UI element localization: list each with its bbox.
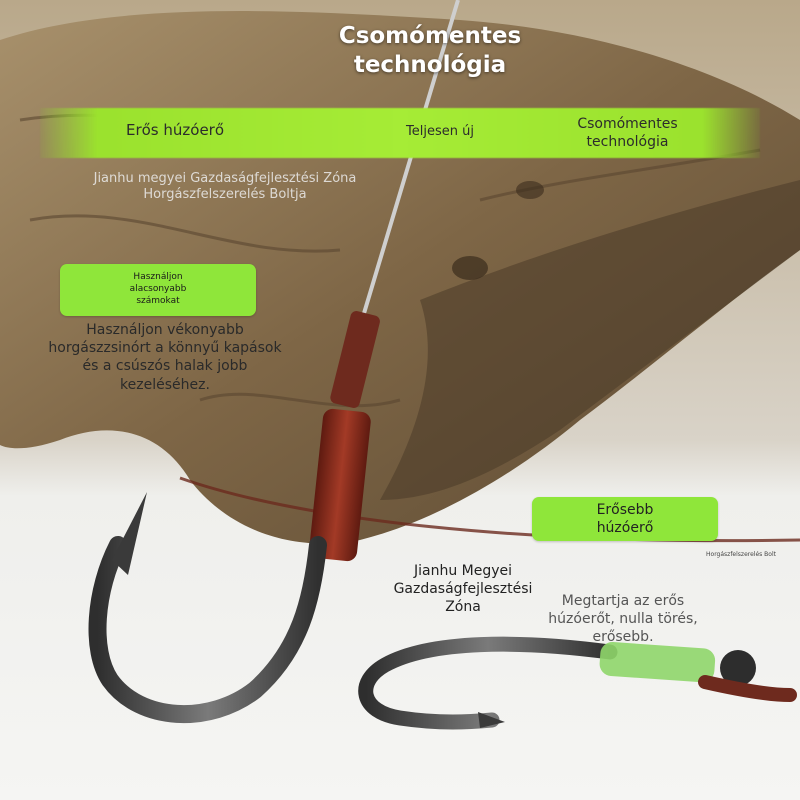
fishing-line [360, 0, 460, 321]
braid-wrap [330, 311, 380, 408]
hero-title: Csomómentes technológia [338, 23, 522, 78]
hook-point [478, 712, 505, 728]
hook-point [112, 492, 147, 575]
callout-pill-text: Használjon alacsonyabb számokat [129, 272, 187, 306]
hook-eye [720, 650, 756, 686]
callout-pill-strong: Erősebb húzóerő [532, 497, 718, 541]
banner-center: Teljesen új [406, 124, 474, 139]
banner-left: Erős húzóerő [125, 121, 225, 139]
callout-text-strong: Megtartja az erős húzóerőt, nulla törés,… [548, 593, 698, 646]
wood-knot [452, 256, 488, 280]
banner-bar [40, 108, 760, 158]
callout-pill-text: Erősebb húzóerő [596, 501, 654, 536]
tiny-shop-label: Horgászfelszerelés Bolt [706, 551, 776, 558]
zone-label: Jianhu Megyei Gazdaságfejlesztési Zóna [393, 563, 533, 616]
wood-knot [516, 181, 544, 199]
thread-wrap-green [599, 642, 716, 683]
driftwood-shadow [380, 180, 800, 500]
banner-right: Csomómentes technológia [577, 116, 678, 151]
shrink-tube-red [309, 408, 371, 562]
large-fishing-hook [88, 536, 327, 723]
small-fishing-hook [358, 636, 618, 730]
shop-name: Jianhu megyei Gazdaságfejlesztési Zóna H… [93, 171, 357, 203]
callout-text-thin-line: Használjon vékonyabb horgászzsinórt a kö… [48, 322, 282, 393]
braid-tail [698, 675, 797, 702]
callout-pill-thin-line: Használjon alacsonyabb számokat [60, 264, 256, 316]
